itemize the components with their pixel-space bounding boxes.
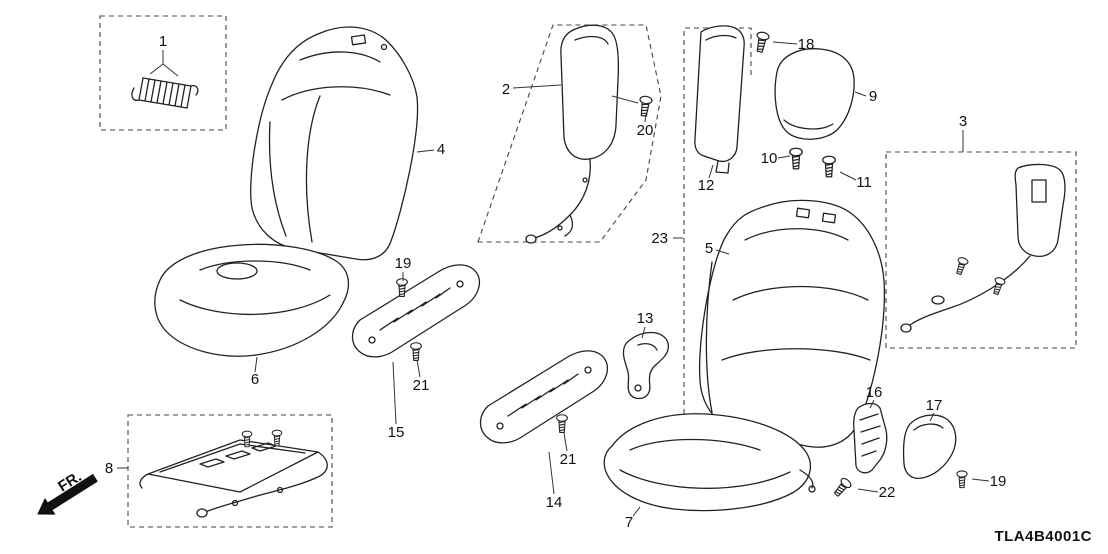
dashed-box-heater-element: [99, 15, 227, 131]
headrest: [774, 48, 855, 140]
headrest-guide-10: [789, 147, 803, 170]
callout-4[interactable]: 4: [437, 141, 445, 158]
callout-10[interactable]: 10: [761, 150, 778, 167]
inner-cover-16: [852, 402, 888, 474]
callout-9[interactable]: 9: [869, 88, 877, 105]
callout-17[interactable]: 17: [926, 397, 943, 414]
leader-lines: [117, 41, 990, 517]
screw-22: [831, 476, 854, 499]
callout-7[interactable]: 7: [625, 514, 633, 531]
callout-1[interactable]: 1: [159, 33, 167, 50]
dashed-box-back-pad: [885, 151, 1077, 349]
callout-2[interactable]: 2: [502, 81, 510, 98]
seat-back-left: [250, 26, 419, 261]
rail-cover-14: [479, 350, 608, 444]
fr-direction-indicator: FR.: [37, 468, 98, 515]
screw-18: [753, 30, 771, 54]
seat-cushion-heater: [139, 439, 328, 518]
callout-12[interactable]: 12: [698, 177, 715, 194]
screw-heater-b: [271, 429, 283, 447]
callout-21-left[interactable]: 21: [413, 377, 430, 394]
callout-11[interactable]: 11: [856, 174, 872, 191]
callout-5[interactable]: 5: [705, 240, 713, 257]
callout-20[interactable]: 20: [637, 122, 654, 139]
callout-14[interactable]: 14: [546, 494, 563, 511]
dashed-box-cushion-heater: [127, 414, 333, 528]
headrest-guide-11: [822, 155, 836, 178]
rail-cover-15: [351, 264, 480, 358]
side-airbag-module: [694, 25, 745, 174]
screw-21-right: [556, 414, 568, 433]
seat-cushion-right: [603, 413, 816, 512]
callout-3[interactable]: 3: [959, 113, 967, 130]
seat-back-pad: [900, 163, 1066, 333]
callout-6[interactable]: 6: [251, 371, 259, 388]
callout-8[interactable]: 8: [105, 460, 113, 477]
fastener-back-pad-b: [990, 276, 1007, 297]
callout-21-right[interactable]: 21: [560, 451, 577, 468]
callout-13[interactable]: 13: [637, 310, 654, 327]
seat-cushion-left: [154, 243, 350, 357]
callout-19-left[interactable]: 19: [395, 255, 412, 272]
callout-22[interactable]: 22: [879, 484, 896, 501]
callout-18[interactable]: 18: [798, 36, 815, 53]
callout-23[interactable]: 23: [651, 230, 668, 247]
fastener-back-pad-a: [953, 256, 970, 277]
diagram-code: TLA4B4001C: [994, 528, 1092, 545]
dashed-boundary-right-assembly: [683, 27, 752, 432]
seat-back-heater-pad: [525, 24, 620, 244]
screw-20: [637, 94, 654, 118]
outer-cover-17: [902, 414, 957, 480]
dashed-region-heater-pad: [477, 24, 662, 243]
callout-19-right[interactable]: 19: [990, 473, 1007, 490]
bracket-13: [622, 331, 670, 400]
screw-21-left: [410, 342, 422, 361]
callout-15[interactable]: 15: [388, 424, 405, 441]
seat-back-right: [698, 199, 886, 448]
heater-coil-element: [131, 77, 199, 109]
screw-19-right: [956, 470, 968, 489]
callout-16[interactable]: 16: [866, 384, 883, 401]
